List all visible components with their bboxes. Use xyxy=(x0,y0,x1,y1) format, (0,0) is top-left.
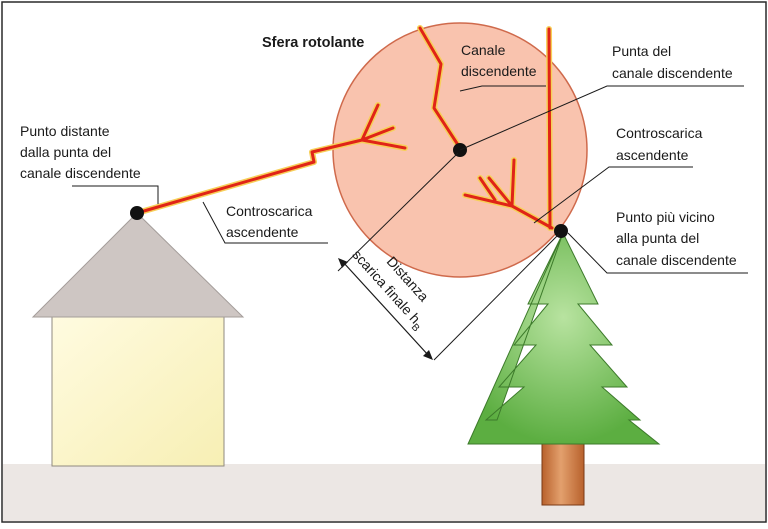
tree-streamer-label-1: Controscarica xyxy=(616,125,703,141)
house-wall xyxy=(51,316,225,467)
nearest-point-label-2: alla punta del xyxy=(616,230,699,246)
distance-arrowhead-top xyxy=(338,258,348,268)
down-channel-label-2: discendente xyxy=(461,63,537,79)
distance-arrowhead-bottom xyxy=(423,350,433,360)
nearest-point-dot xyxy=(554,224,568,238)
downward-leader xyxy=(417,25,463,151)
leader-lines xyxy=(72,85,748,361)
tree-foliage xyxy=(467,231,661,445)
down-channel-label-1: Canale xyxy=(461,42,506,58)
nearest-point-label-3: canale discendente xyxy=(616,252,737,268)
sphere-title: Sfera rotolante xyxy=(262,35,364,51)
house-streamer-label-2: ascendente xyxy=(226,224,299,240)
house-streamer-label-1: Controscarica xyxy=(226,203,313,219)
far-point-label-3: canale discendente xyxy=(20,165,141,181)
tip-label-2: canale discendente xyxy=(612,65,733,81)
tip-label-1: Punta del xyxy=(612,43,671,59)
tree-streamer-label-2: ascendente xyxy=(616,147,689,163)
tree-upward-streamer xyxy=(462,26,555,231)
ground xyxy=(3,464,765,521)
house xyxy=(31,212,245,467)
far-point-label-1: Punto distante xyxy=(20,123,110,139)
far-point-label-2: dalla punta del xyxy=(20,144,111,160)
distance-arrow xyxy=(342,261,430,357)
tree-trunk xyxy=(541,443,585,506)
far-point-dot xyxy=(130,206,144,220)
tree xyxy=(467,231,661,506)
nearest-point-label-1: Punto più vicino xyxy=(616,209,715,225)
house-roof xyxy=(31,212,245,318)
house-upward-streamer xyxy=(134,102,408,216)
